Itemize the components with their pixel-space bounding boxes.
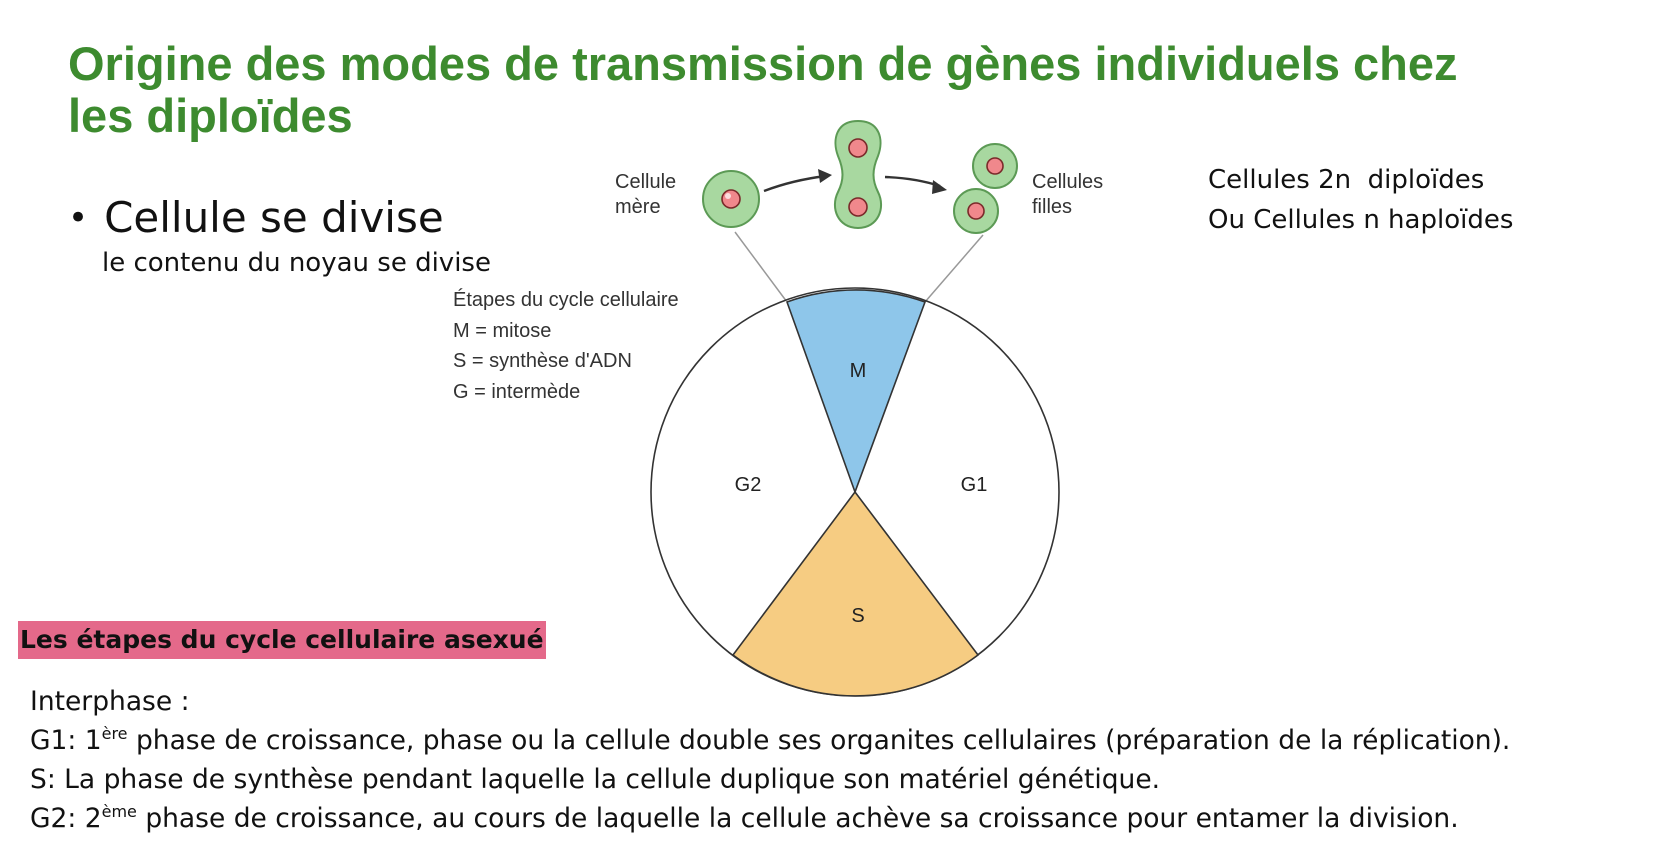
g1-description: G1: 1ère phase de croissance, phase ou l…: [30, 721, 1630, 760]
daughter-cells-icon: [954, 144, 1017, 233]
g2-prefix: G2: 2: [30, 803, 102, 834]
legend-synthese: S = synthèse d'ADN: [453, 350, 632, 372]
arrow-head-icon-1: [818, 169, 832, 183]
phase-descriptions: Interphase : G1: 1ère phase de croissanc…: [30, 682, 1630, 838]
legend-mitose: M = mitose: [453, 320, 551, 342]
phase-label-g1: G1: [961, 474, 988, 496]
g2-text: phase de croissance, au cours de laquell…: [137, 803, 1459, 834]
g2-description: G2: 2ème phase de croissance, au cours d…: [30, 799, 1630, 838]
mother-cell-label-1: Cellule: [615, 171, 676, 193]
s-description: S: La phase de synthèse pendant laquelle…: [30, 760, 1630, 799]
daughter-cells-label-2: filles: [1032, 196, 1072, 218]
g1-text: phase de croissance, phase ou la cellule…: [128, 725, 1511, 756]
phase-label-g2: G2: [735, 474, 762, 496]
arrow-icon-1: [764, 176, 826, 191]
mother-cell-icon: [703, 171, 759, 227]
phase-label-s: S: [851, 605, 864, 627]
dividing-cell-icon: [835, 121, 881, 228]
arrow-icon-2: [885, 177, 940, 186]
mother-cell-label-2: mère: [615, 196, 661, 218]
g2-superscript: ème: [102, 802, 137, 821]
section-highlight-label: Les étapes du cycle cellulaire asexué: [18, 621, 546, 659]
g1-superscript: ère: [102, 724, 128, 743]
arrow-head-icon-2: [932, 180, 947, 194]
g1-prefix: G1: 1: [30, 725, 102, 756]
legend-title: Étapes du cycle cellulaire: [453, 288, 679, 311]
daughter-cells-label-1: Cellules: [1032, 171, 1103, 193]
legend-intermede: G = intermède: [453, 381, 580, 403]
connector-line-right: [925, 235, 983, 302]
interphase-heading: Interphase :: [30, 682, 1630, 721]
phase-label-m: M: [850, 360, 867, 382]
connector-line-left: [735, 232, 787, 302]
